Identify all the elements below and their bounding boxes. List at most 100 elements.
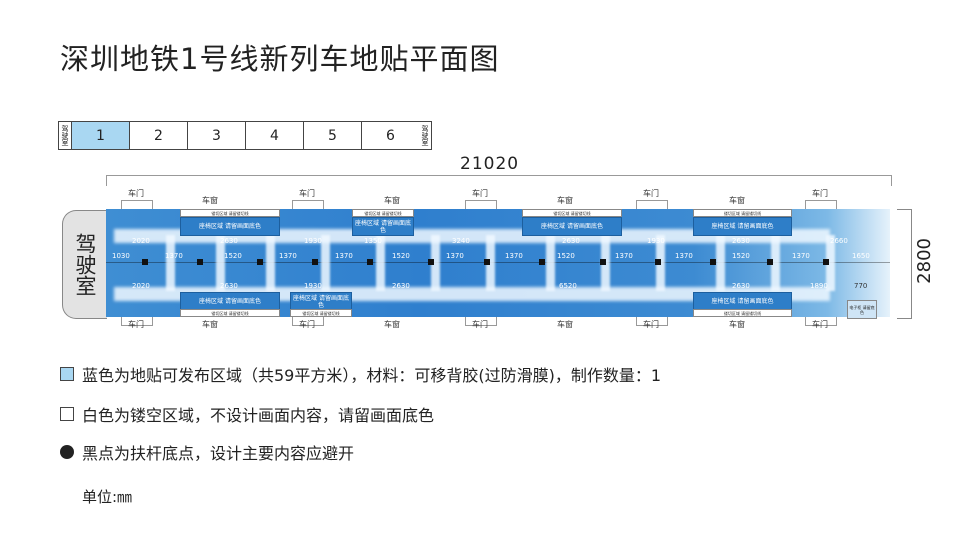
bottom-dimension: 2020 [132,282,150,290]
legend-text: 黑点为扶杆底点，设计主要内容应避开 [82,444,355,463]
window-label-top: 车窗 [202,196,218,205]
seat-area-top: 座椅区域 请留画面底色 [352,217,414,236]
car-index-strip: 驾驶室 1 2 3 4 5 6 驾驶室 [58,121,432,150]
aisle-stripe [376,235,385,291]
aisle-stripe [771,235,780,291]
top-dimension: 3240 [452,237,470,245]
window-label-top: 车窗 [557,196,573,205]
handrail-dot [539,259,545,265]
aisle-stripe [166,235,175,291]
aisle-band-top [114,229,830,243]
center-dimension: 1370 [335,252,353,260]
bottom-dimension: 1930 [304,282,322,290]
door-label-bottom: 车门 [472,320,488,329]
bottom-dimension: 6520 [559,282,577,290]
seat-area-top: 座椅区域 请留画面底色 [522,217,622,236]
cut-area-top: 镂切区域 请留镂切线 [522,209,622,217]
cut-area-top: 镂切区域 请留镂切线 [352,209,414,217]
aisle-stripe [266,235,275,291]
top-dimension: 1930 [647,237,665,245]
door-marker-bottom [121,317,153,326]
center-dimension: 1030 [112,252,130,260]
legend-dot: 黑点为扶杆底点，设计主要内容应避开 [60,440,354,464]
door-marker-bottom [805,317,837,326]
aisle-stripe [826,235,835,291]
door-marker-bottom [465,317,497,326]
car-2[interactable]: 2 [129,122,187,149]
cut-area-bottom: 镂切区域 请留镂切线 [693,309,792,317]
center-dimension: 1370 [792,252,810,260]
floor-plan: 座椅区域 请留画面底色镂切区域 请留镂切线座椅区域 请留画面底色镂切区域 请留镂… [106,209,890,317]
bottom-dimension: 2630 [220,282,238,290]
center-dimension: 1520 [224,252,242,260]
handrail-dot [600,259,606,265]
blue-square-icon [60,367,74,381]
door-label-top: 车门 [472,189,488,198]
door-label-top: 车门 [128,189,144,198]
aisle-stripe [321,235,330,291]
black-dot-icon [60,445,74,459]
aisle-stripe [716,235,725,291]
car-6[interactable]: 6 [361,122,419,149]
cab-rear: 驾驶室 [419,122,431,149]
door-label-top: 车门 [643,189,659,198]
car-3[interactable]: 3 [187,122,245,149]
legend-text: 白色为镂空区域，不设计画面内容，请留画面底色 [82,406,435,425]
handrail-dot [257,259,263,265]
bottom-dimension: 770 [854,282,868,290]
center-dimension: 1650 [852,252,870,260]
door-label-bottom: 车门 [299,320,315,329]
width-dimension: 2800 [914,238,935,284]
door-marker-top [292,200,324,209]
top-dimension: 2630 [562,237,580,245]
legend-text: 蓝色为地贴可发布区域（共59平方米），材料：可移背胶(过防滑膜)，制作数量：1 [82,366,662,385]
aisle-stripe [216,235,225,291]
center-dimension: 1370 [165,252,183,260]
cut-area-top: 镂切区域 请留镂切线 [180,209,280,217]
window-label-bottom: 车窗 [202,320,218,329]
top-dimension: 2020 [132,237,150,245]
door-marker-bottom [292,317,324,326]
electric-cabinet: 电子柜 请留底色 [847,300,877,319]
driver-cab: 驾驶室 [62,210,107,319]
door-marker-bottom [636,317,668,326]
center-dimension: 1520 [732,252,750,260]
top-dimension: 2630 [732,237,750,245]
unit-label: 单位:㎜ [82,488,133,506]
handrail-dot [484,259,490,265]
car-5[interactable]: 5 [303,122,361,149]
door-label-top: 车门 [299,189,315,198]
window-label-bottom: 车窗 [557,320,573,329]
center-dimension: 1370 [446,252,464,260]
cut-area-bottom: 镂切区域 请留镂切线 [180,309,280,317]
dimension-line [106,175,892,186]
door-label-bottom: 车门 [812,320,828,329]
door-label-top: 车门 [812,189,828,198]
handrail-dot [823,259,829,265]
center-dimension: 1370 [505,252,523,260]
total-length-dimension: 21020 [460,154,520,174]
handrail-dot [197,259,203,265]
door-marker-top [465,200,497,209]
window-label-bottom: 车窗 [729,320,745,329]
handrail-dot [428,259,434,265]
car-1[interactable]: 1 [71,122,129,149]
door-marker-top [805,200,837,209]
door-marker-top [121,200,153,209]
page-title: 深圳地铁1号线新列车地贴平面图 [60,42,500,76]
center-line [106,262,890,263]
cut-area-bottom: 镂切区域 请留镂切线 [290,309,352,317]
legend-white: 白色为镂空区域，不设计画面内容，请留画面底色 [60,402,434,426]
car-4[interactable]: 4 [245,122,303,149]
handrail-dot [312,259,318,265]
bottom-dimension: 2630 [732,282,750,290]
center-dimension: 1520 [557,252,575,260]
door-label-bottom: 车门 [128,320,144,329]
top-dimension: 1350 [364,237,382,245]
window-label-top: 车窗 [384,196,400,205]
center-dimension: 1370 [615,252,633,260]
width-dimension-line [897,209,912,319]
door-label-bottom: 车门 [643,320,659,329]
handrail-dot [142,259,148,265]
top-dimension: 1930 [304,237,322,245]
